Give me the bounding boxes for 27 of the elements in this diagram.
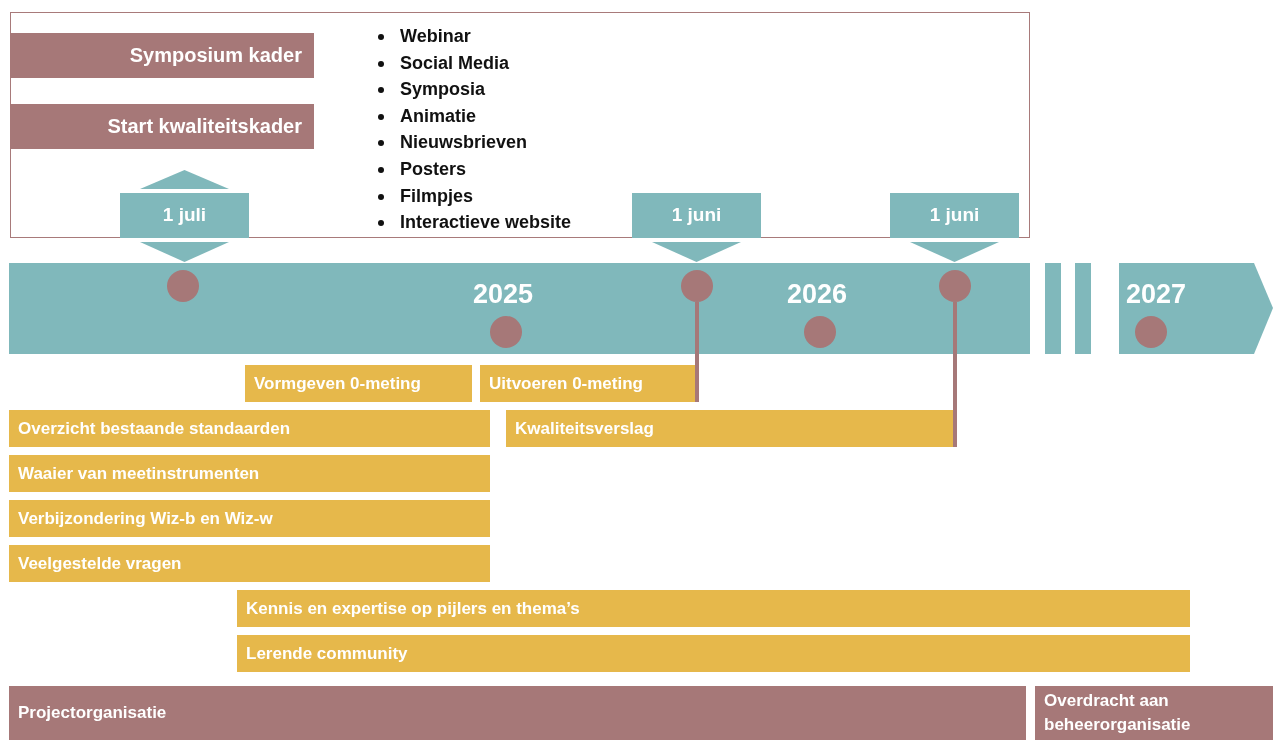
activity-bar: Veelgestelde vragen (9, 545, 490, 582)
date-label: 1 juli (161, 204, 208, 226)
list-item: Nieuwsbrieven (400, 132, 528, 153)
activity-bar: Verbijzondering Wiz-b en Wiz-w (9, 500, 490, 537)
activity-bar: Vormgeven 0-meting (245, 365, 472, 402)
list-item: Filmpjes (400, 185, 474, 206)
activity-bar: Projectorganisatie (9, 686, 1026, 740)
activity-bar: Waaier van meetinstrumenten (9, 455, 490, 492)
year-label: 2026 (787, 279, 848, 310)
connector-line (695, 302, 699, 402)
year-label: 2027 (1126, 279, 1187, 310)
activity-bar: Overdracht aan beheerorganisatie (1035, 686, 1273, 740)
list-item: Interactieve website (400, 212, 572, 233)
year-label: 2025 (473, 279, 534, 310)
list-item: Social Media (400, 52, 510, 73)
list-item: Webinar (400, 26, 471, 46)
date-label: 1 juni (670, 204, 723, 226)
list-item: Animatie (400, 105, 477, 126)
activity-bar: Overzicht bestaande standaarden (9, 410, 490, 447)
date-label: 1 juni (928, 204, 981, 226)
milestone-bar: Symposium kader (10, 33, 314, 78)
activity-bar: Kennis en expertise op pijlers en thema’s (237, 590, 1190, 627)
connector-line (953, 302, 957, 447)
list-item: Posters (400, 158, 467, 179)
list-item: Symposia (400, 79, 486, 100)
activity-bar: Lerende community (237, 635, 1190, 672)
milestone-bar: Start kwaliteitskader (10, 104, 314, 149)
